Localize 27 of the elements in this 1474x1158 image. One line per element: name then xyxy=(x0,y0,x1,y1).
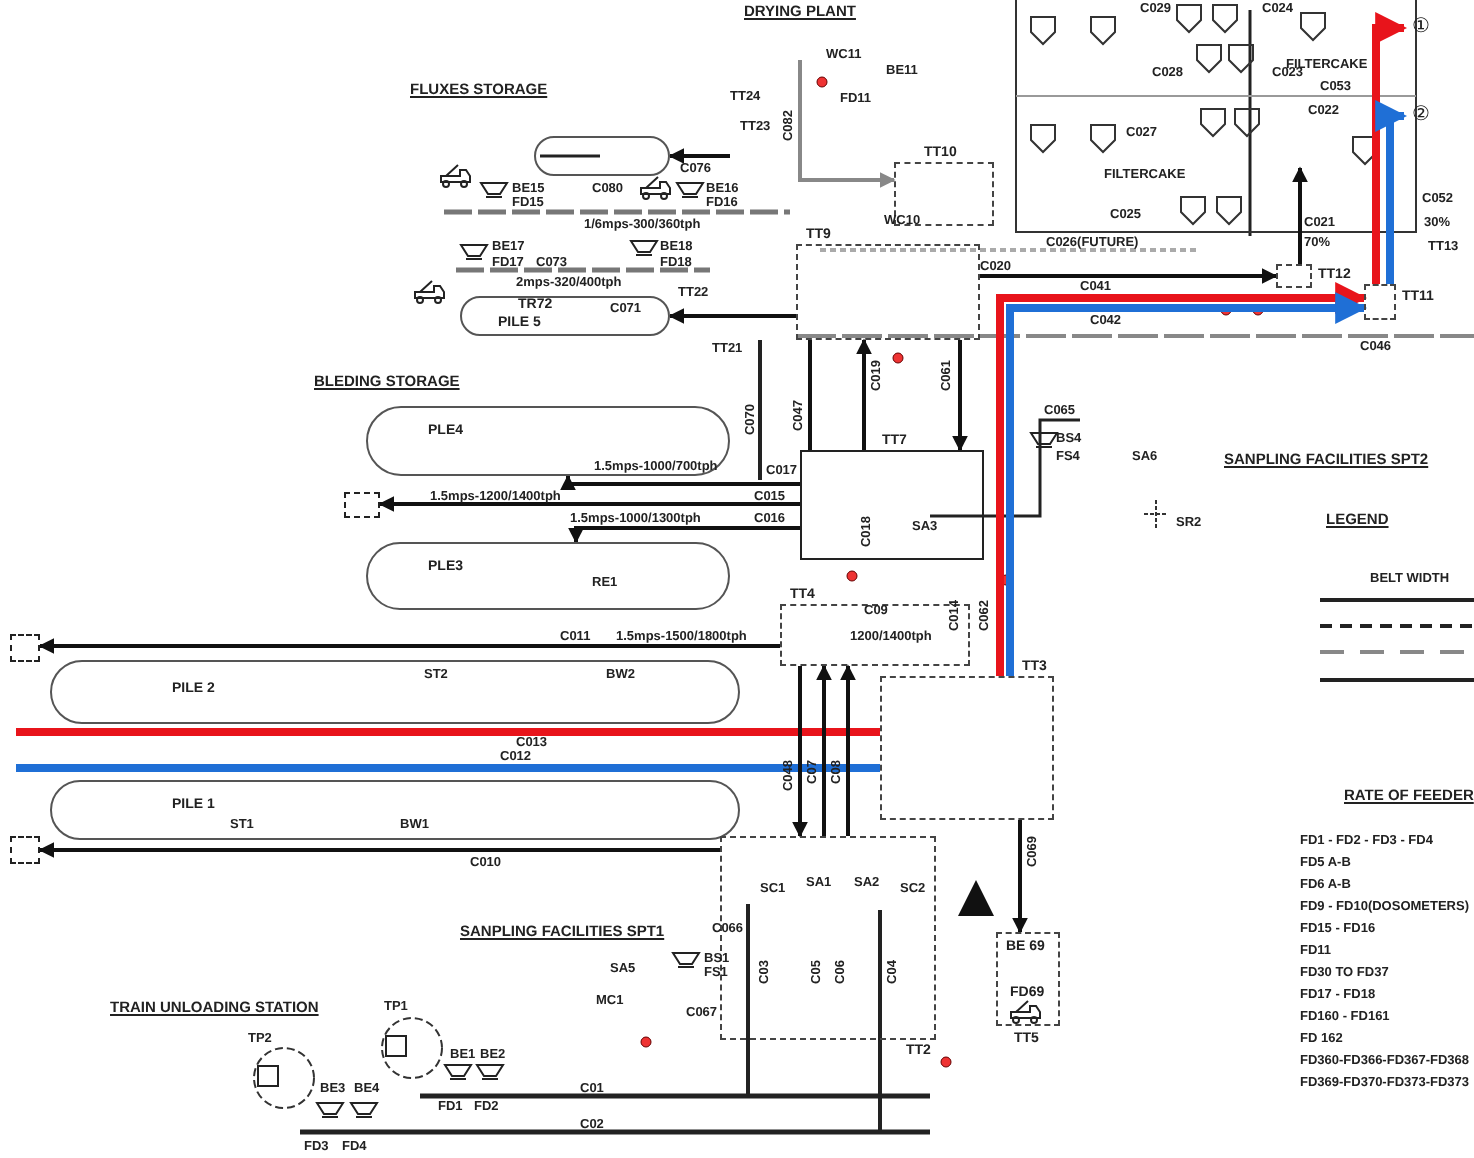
conveyor-arrow xyxy=(1372,12,1408,284)
stockpile-outline xyxy=(50,660,740,724)
conveyor-arrow xyxy=(668,148,730,164)
discharge-box xyxy=(10,634,40,662)
conveyor-arrow xyxy=(38,638,780,654)
conveyor-arrow xyxy=(856,338,872,450)
stockpile-outline xyxy=(50,780,740,840)
conveyor-arrow xyxy=(38,842,720,858)
discharge-box xyxy=(344,492,380,518)
conveyor-arrow xyxy=(1292,166,1308,264)
conveyor-arrow xyxy=(378,496,800,512)
discharge-box xyxy=(10,836,40,864)
stockpile-outline xyxy=(366,406,730,476)
stockpile-outline xyxy=(534,136,670,176)
conveyor-arrow xyxy=(798,60,896,188)
conveyor-arrow xyxy=(1375,100,1408,284)
conveyor-arrow xyxy=(952,340,968,452)
conveyor-arrow xyxy=(816,664,832,836)
conveyor-arrow xyxy=(840,664,856,836)
conveyor-arrow xyxy=(668,308,796,324)
conveyor-arrow xyxy=(560,474,800,491)
conveyor-arrow xyxy=(1012,820,1028,934)
conveyor-arrow xyxy=(792,666,808,838)
stockpile-outline xyxy=(366,542,730,610)
conveyor-arrow xyxy=(568,526,800,544)
stockpile-outline xyxy=(460,296,670,336)
conveyor-arrow xyxy=(980,268,1278,284)
